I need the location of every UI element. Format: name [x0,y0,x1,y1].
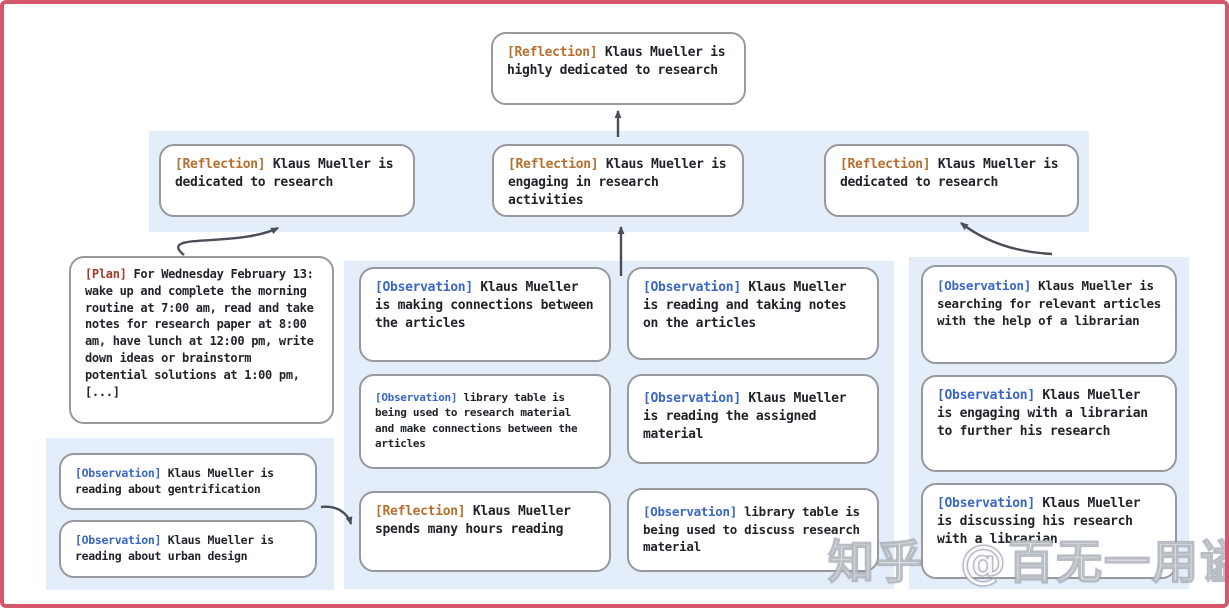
node-text: Klaus Mueller is reading the assigned ma… [643,391,847,443]
observation-node-library-table-discuss: [Observation] library table is being use… [627,488,879,572]
node-text: Klaus Mueller is making connections betw… [375,280,594,332]
reflection-tag: [Reflection] [840,157,931,172]
node-text: Klaus Mueller is engaging with a librari… [937,388,1148,440]
observation-tag: [Observation] [375,280,473,295]
reflection-node-hours-reading: [Reflection] Klaus Mueller spends many h… [359,491,611,572]
observation-tag: [Observation] [937,388,1035,403]
observation-node-taking-notes: [Observation] Klaus Mueller is reading a… [627,267,879,360]
observation-node-searching-articles: [Observation] Klaus Mueller is searching… [921,265,1177,364]
node-text: Klaus Mueller is reading about urban des… [75,533,274,564]
reflection-node-top: [Reflection] Klaus Mueller is highly ded… [491,32,746,105]
reflection-tag: [Reflection] [175,157,266,172]
node-text: For Wednesday February 13: wake up and c… [85,267,314,399]
node-text: Klaus Mueller is reading and taking note… [643,280,847,332]
node-text: Klaus Mueller is discussing his research… [937,496,1141,548]
observation-node-discussing-research: [Observation] Klaus Mueller is discussin… [921,483,1177,579]
reflection-tag: [Reflection] [507,45,598,60]
observation-tag: [Observation] [937,496,1035,511]
reflection-node-row2-middle: [Reflection] Klaus Mueller is engaging i… [492,144,744,217]
observation-node-library-table-research: [Observation] library table is being use… [359,374,611,469]
node-text: library table is being used to discuss r… [643,504,860,554]
observation-tag: [Observation] [75,533,162,547]
node-text: Klaus Mueller is highly dedicated to res… [507,45,726,79]
observation-tag: [Observation] [643,280,741,295]
plan-tag: [Plan] [85,267,127,281]
node-text: Klaus Mueller is reading about gentrific… [75,466,274,497]
observation-tag: [Observation] [643,391,741,406]
node-text: Klaus Mueller is dedicated to research [840,157,1059,191]
node-text: Klaus Mueller is engaging in research ac… [508,157,727,209]
observation-node-urban-design: [Observation] Klaus Mueller is reading a… [59,520,317,578]
arrow-plan-to-left-reflection [177,226,279,256]
observation-node-assigned-material: [Observation] Klaus Mueller is reading t… [627,374,879,464]
zhihu-watermark: 知乎 @百无一用谥书生 [827,534,1225,590]
reflection-node-row2-left: [Reflection] Klaus Mueller is dedicated … [159,144,415,217]
node-text: library table is being used to research … [375,391,578,451]
observation-node-making-connections: [Observation] Klaus Mueller is making co… [359,267,611,362]
reflection-node-row2-right: [Reflection] Klaus Mueller is dedicated … [824,144,1079,217]
observation-tag: [Observation] [937,278,1031,293]
observation-tag: [Observation] [643,504,737,519]
observation-tag: [Observation] [375,391,458,404]
reflection-tag: [Reflection] [508,157,599,172]
node-text: Klaus Mueller spends many hours reading [375,504,571,538]
plan-node: [Plan] For Wednesday February 13: wake u… [69,256,334,424]
reflection-tag: [Reflection] [375,504,466,519]
node-text: Klaus Mueller is dedicated to research [175,157,394,191]
observation-tag: [Observation] [75,466,162,480]
node-text: Klaus Mueller is searching for relevant … [937,278,1161,328]
observation-node-gentrification: [Observation] Klaus Mueller is reading a… [59,453,317,510]
observation-node-engaging-librarian: [Observation] Klaus Mueller is engaging … [921,375,1177,472]
